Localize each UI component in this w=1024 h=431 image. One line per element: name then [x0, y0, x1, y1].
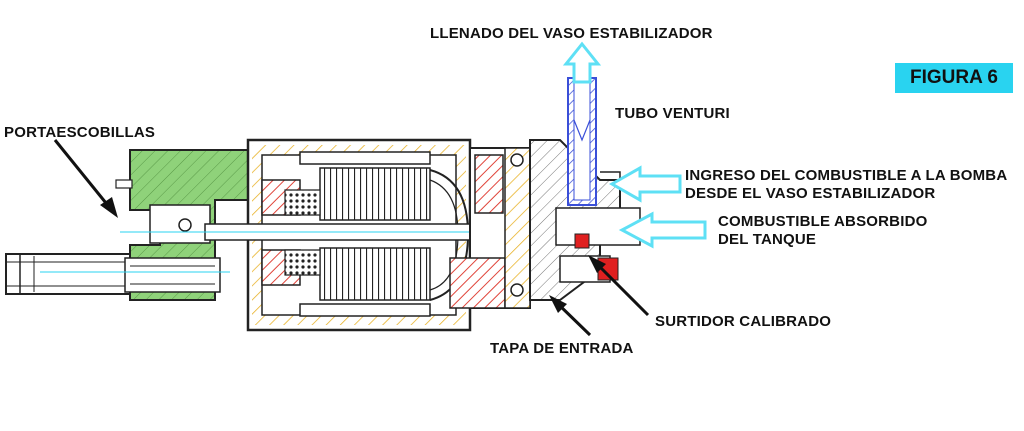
label-tubo-venturi: TUBO VENTURI [615, 105, 730, 122]
pointer-surtidor [588, 255, 650, 317]
label-ingreso-line2: DESDE EL VASO ESTABILIZADOR [685, 185, 936, 202]
pointer-tapa [549, 295, 592, 337]
label-surtidor: SURTIDOR CALIBRADO [655, 313, 832, 330]
pointer-portaescobillas [53, 139, 118, 218]
label-tapa: TAPA DE ENTRADA [490, 340, 634, 357]
flow-arrow-up [562, 41, 602, 84]
outlet-pipe [5, 253, 137, 295]
brush-holder [115, 149, 251, 301]
label-absorbido-line1: COMBUSTIBLE ABSORBIDO [718, 213, 928, 230]
label-llenado: LLENADO DEL VASO ESTABILIZADOR [430, 25, 713, 42]
label-absorbido-line2: DEL TANQUE [718, 231, 817, 248]
flow-arrow-absorbido [618, 211, 707, 249]
venturi-tube [567, 77, 597, 206]
label-portaescobillas: PORTAESCOBILLAS [4, 124, 156, 141]
figure-label: FIGURA 6 [895, 63, 1013, 93]
label-ingreso-line1: INGRESO DEL COMBUSTIBLE A LA BOMBA [685, 167, 1008, 184]
flow-arrow-ingreso [608, 165, 682, 203]
pump-section [449, 147, 555, 309]
